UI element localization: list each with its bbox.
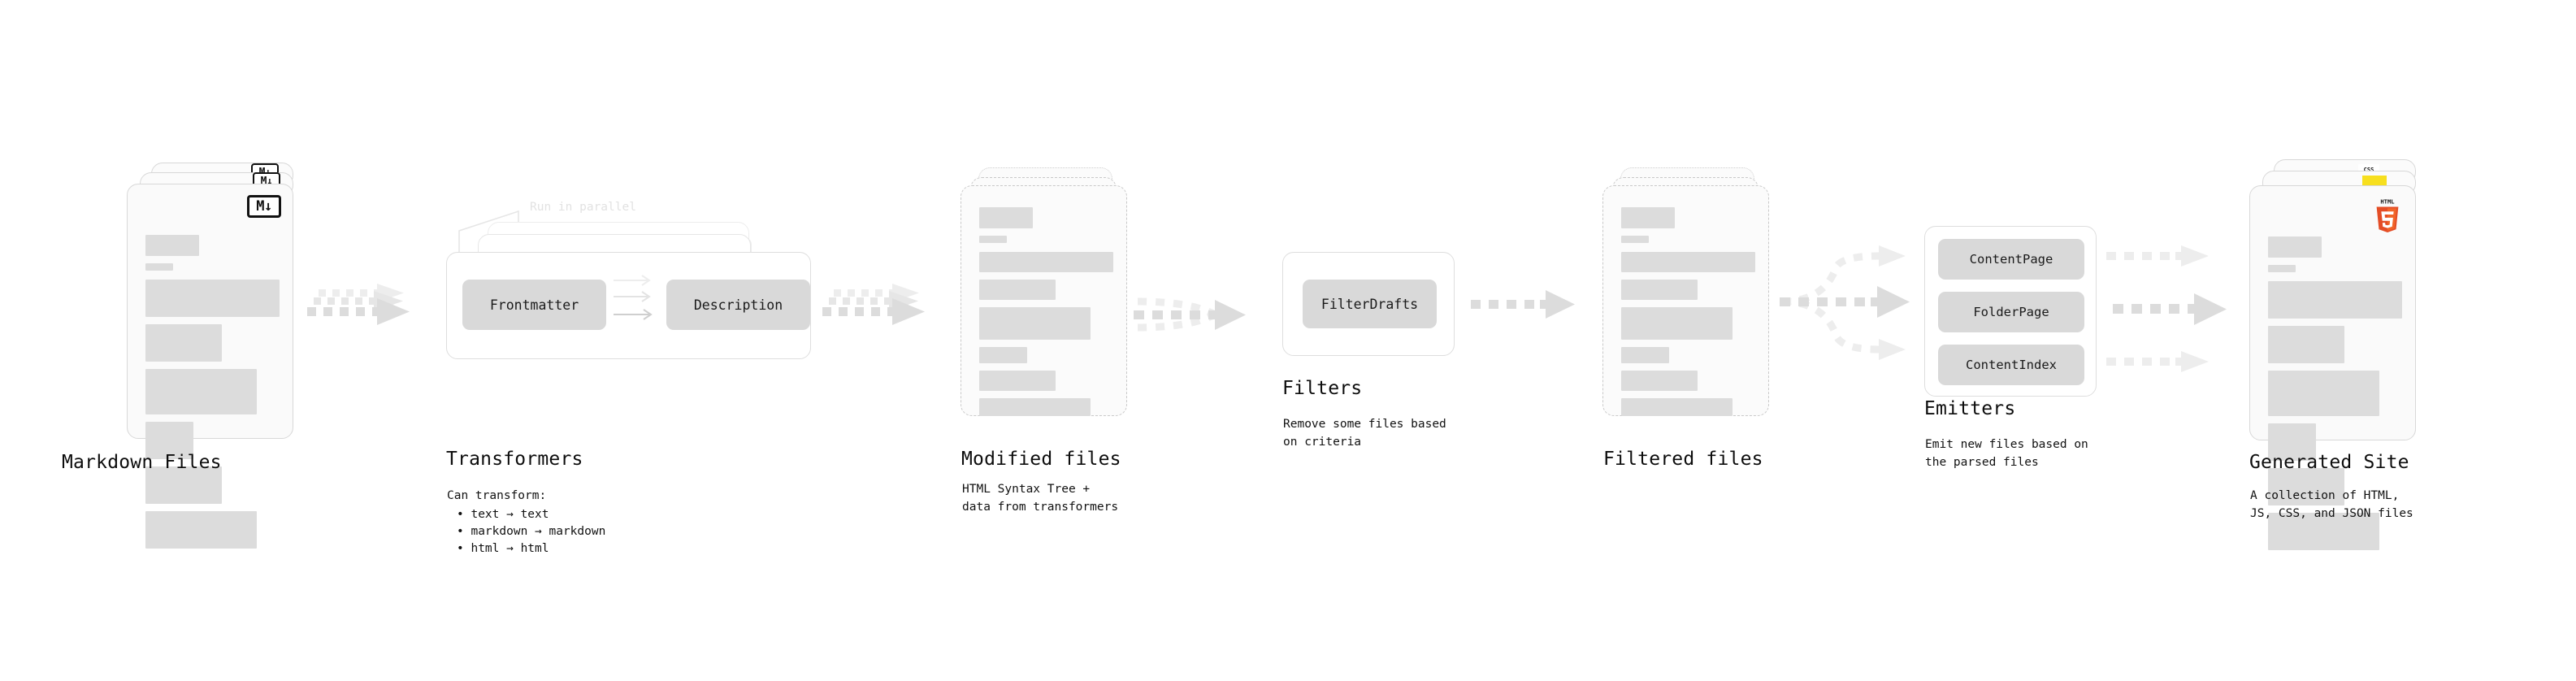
emitters-group: ContentPage FolderPage ContentIndex [1924,226,2097,397]
generated-site-title: Generated Site [2249,452,2409,473]
transformers-bullet-2: • html → html [457,542,549,556]
modified-files-title: Modified files [961,449,1121,470]
markdown-sheet-front: M↓ [127,184,293,549]
markdown-content-placeholder [145,235,280,556]
modified-files-subtitle-1: HTML Syntax Tree + [962,483,1091,496]
emitters-title: Emitters [1924,398,2016,419]
svg-text:HTML: HTML [2380,198,2395,206]
html5-icon: HTML [2376,198,2399,233]
modified-files-subtitle-2: data from transformers [962,501,1119,514]
filters-title: Filters [1282,378,1363,399]
arrow-modified-to-filters [1134,297,1246,332]
filtered-files-title: Filtered files [1603,449,1763,470]
arrow-transformers-to-modified [822,284,925,325]
emitter-chip-contentindex[interactable]: ContentIndex [1938,345,2084,385]
run-in-parallel-label: Run in parallel [530,201,636,214]
generated-site-stack: CSS HTML [2249,159,2436,550]
filtered-sheet-front [1602,185,1769,416]
filtered-content-placeholder [1621,207,1755,423]
modified-files-stack [961,163,1139,439]
arrow-filtered-to-emitters [1780,245,1910,360]
modified-content-placeholder [979,207,1113,423]
transformers-subtitle: Can transform: [447,489,547,502]
markdown-files-stack: M↓ M↓ M↓ [127,163,306,549]
transformer-chip-description[interactable]: Description [666,280,810,330]
transformer-chip-frontmatter[interactable]: Frontmatter [462,280,606,330]
arrow-filters-to-filtered [1471,290,1575,319]
filters-subtitle-2: on criteria [1283,436,1362,449]
filter-chip-filterdrafts[interactable]: FilterDrafts [1303,280,1437,328]
generated-site-subtitle-1: A collection of HTML, [2250,489,2400,502]
filters-group: FilterDrafts [1282,252,1455,356]
site-content-placeholder [2268,236,2402,557]
transformers-bullet-0: • text → text [457,508,549,521]
site-sheet-front: HTML [2249,185,2416,550]
filters-subtitle-1: Remove some files based [1283,418,1446,431]
arrow-emitters-to-site [2106,245,2227,372]
emitters-subtitle-1: Emit new files based on [1925,438,2088,451]
emitters-subtitle-2: the parsed files [1925,456,2039,469]
markdown-files-title: Markdown Files [62,452,222,473]
filtered-files-stack [1602,163,1781,439]
emitter-chip-folderpage[interactable]: FolderPage [1938,292,2084,332]
modified-sheet-front [961,185,1127,416]
arrow-markdown-to-transformers [307,284,410,325]
transformers-bullet-1: • markdown → markdown [457,525,606,539]
generated-site-subtitle-2: JS, CSS, and JSON files [2250,507,2413,520]
arrow-frontmatter-to-description [614,275,653,320]
emitter-chip-contentpage[interactable]: ContentPage [1938,239,2084,280]
markdown-icon: M↓ [247,195,281,218]
transformers-title: Transformers [446,449,583,470]
transformers-bullets: • text → text • markdown → markdown • ht… [457,506,605,557]
